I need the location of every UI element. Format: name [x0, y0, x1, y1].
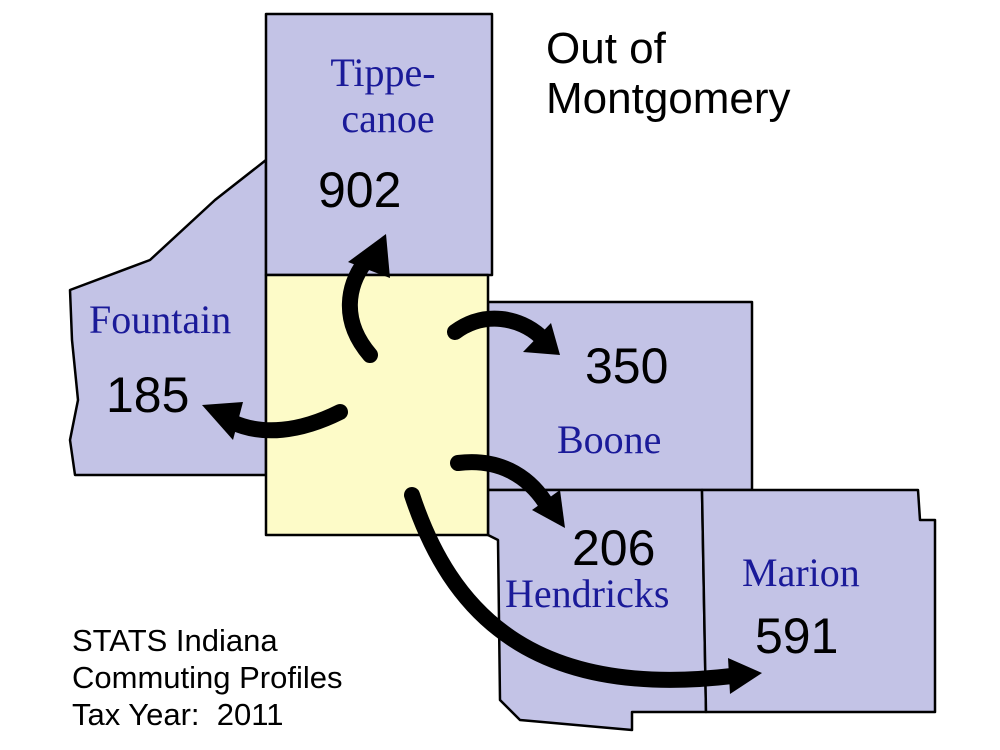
arrow-head-marion	[728, 658, 762, 694]
source-credit: STATS Indiana Commuting Profiles Tax Yea…	[72, 623, 351, 732]
fountain-name: Fountain	[89, 297, 231, 342]
arrow-to-boone	[447, 310, 548, 344]
arrow-head-boone	[523, 323, 560, 355]
credit-line-1: STATS Indiana	[72, 623, 278, 658]
tippecanoe-county	[264, 12, 494, 277]
map-title-line-2: Montgomery	[546, 74, 791, 123]
fountain-commuters: 185	[106, 367, 189, 423]
arrow-head-tippecanoe	[348, 234, 390, 278]
boone-name: Boone	[557, 417, 661, 462]
credit-line-3: Tax Year: 2011	[72, 697, 283, 732]
tippecanoe-commuters: 902	[318, 162, 401, 218]
arrow-to-tippecanoe	[341, 254, 378, 363]
fountain-county	[68, 158, 268, 477]
hendricks-commuters: 206	[572, 520, 655, 576]
tippecanoe-name: Tippe- canoe	[330, 50, 445, 141]
arrow-head-fountain	[202, 402, 243, 440]
boone-commuters: 350	[585, 338, 668, 394]
montgomery-county	[264, 273, 490, 537]
marion-commuters: 591	[755, 608, 838, 664]
map-title: Out of Montgomery	[546, 24, 791, 123]
credit-line-2: Commuting Profiles	[72, 660, 342, 695]
arrow-head-hendricks	[532, 490, 565, 528]
commute-arrows	[202, 234, 762, 694]
hendricks-name: Hendricks	[505, 571, 669, 616]
arrow-to-fountain	[224, 404, 348, 439]
map-title-line-1: Out of	[546, 24, 667, 73]
arrow-to-hendricks	[450, 454, 553, 510]
arrow-to-marion	[404, 487, 740, 688]
marion-county	[700, 488, 937, 714]
marion-name: Marion	[742, 550, 860, 595]
